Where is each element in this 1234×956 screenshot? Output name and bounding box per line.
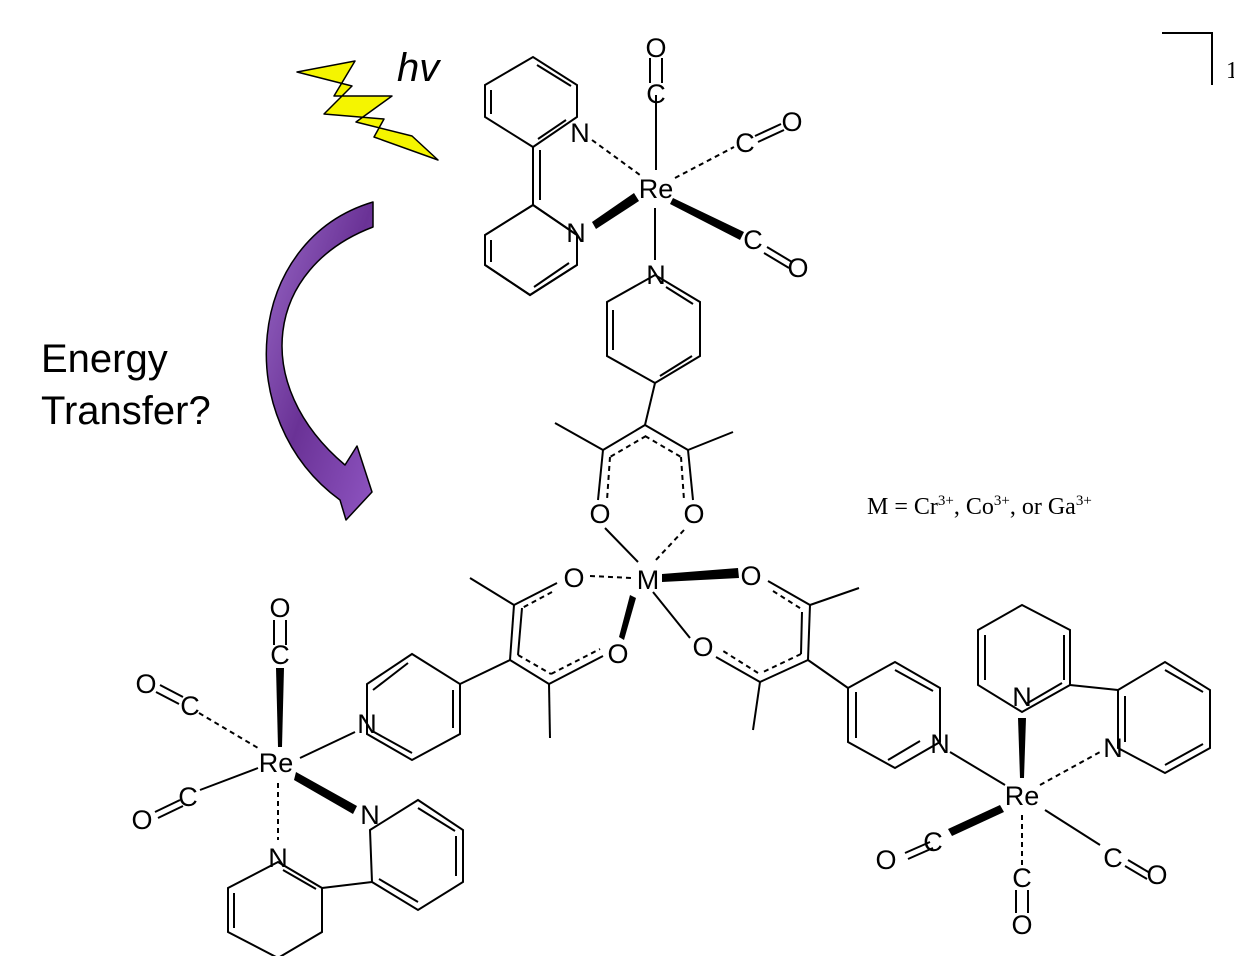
top-c-co-2: C [735,128,755,158]
top-o-co-3: O [787,253,808,283]
top-rhenium-unit: Re N N N O C C O C O [484,33,809,426]
core-o-2: O [683,499,704,529]
right-re-atom: Re [1005,781,1040,811]
hv-label: hv [397,46,441,90]
corner-fragment: 1 [1226,58,1234,84]
top-o-co-2: O [781,107,802,137]
left-rhenium-unit: Re N N N O C O C O C [131,593,464,956]
left-n-atom-2: N [268,843,288,873]
left-c-co-3: C [178,782,198,812]
right-o-co-1: O [875,845,896,875]
left-c-co-2: C [180,691,200,721]
top-n-atom-1: N [570,118,590,148]
core-o-5: O [607,639,628,669]
right-o-co-3: O [1011,910,1032,940]
top-o-co-1: O [645,33,666,63]
lightning-bolt-icon [296,60,439,161]
left-n-atom-py: N [357,709,377,739]
left-o-co-1: O [269,593,290,623]
right-c-co-2: C [1103,843,1123,873]
right-n-atom-2: N [1103,733,1123,763]
left-o-co-2: O [135,669,156,699]
left-c-co-1: C [270,640,290,670]
top-re-atom: Re [639,174,674,204]
right-c-co-3: C [1012,863,1032,893]
metal-formula: M = Cr3+, Co3+, or Ga3+ [867,493,1092,520]
right-o-co-2: O [1146,860,1167,890]
right-n-atom-1: N [1012,682,1032,712]
top-c-co-3: C [743,225,763,255]
top-c-co-1: C [646,79,666,109]
corner-bracket [1162,32,1213,85]
right-c-co-1: C [923,827,943,857]
right-rhenium-unit: Re N N N C O C O C O [847,603,1211,940]
left-re-atom: Re [259,748,294,778]
top-n-atom-py: N [646,260,666,290]
right-n-atom-py: N [930,729,950,759]
core-o-4: O [740,561,761,591]
metal-center-atom: M [637,565,660,595]
energy-transfer-label-line2: Transfer? [41,389,211,433]
core-o-3: O [563,563,584,593]
top-n-atom-2: N [566,218,586,248]
energy-transfer-label-line1: Energy [41,337,168,381]
curved-arrow-icon [265,201,374,521]
left-n-atom-1: N [360,800,380,830]
core-o-1: O [589,499,610,529]
metal-acac-core: M O O O O O O [459,422,860,739]
left-o-co-3: O [131,805,152,835]
core-o-6: O [692,632,713,662]
